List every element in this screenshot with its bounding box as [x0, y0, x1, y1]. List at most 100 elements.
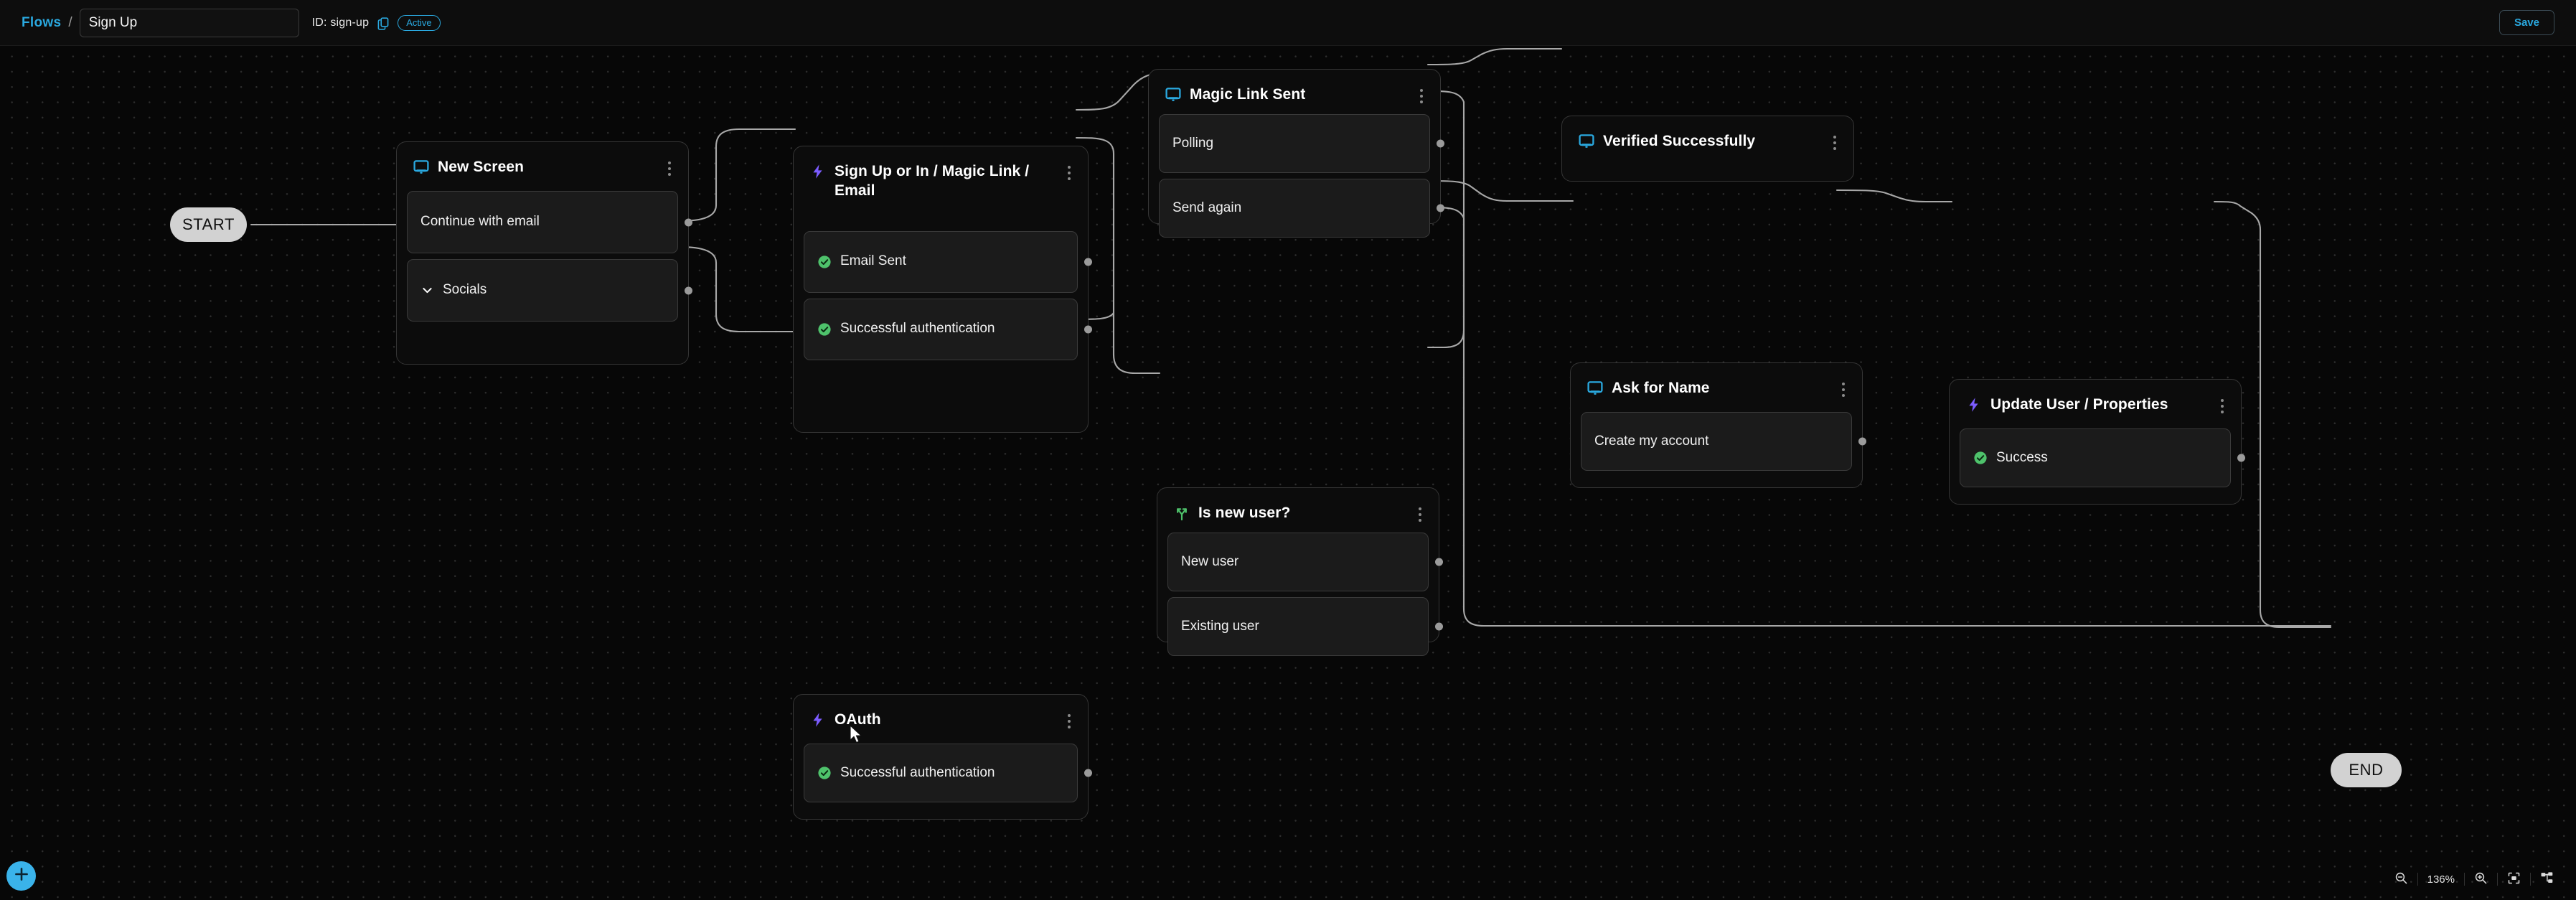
end-label: END	[2349, 761, 2384, 779]
screen-icon	[1165, 86, 1182, 107]
node-menu-icon[interactable]	[1829, 132, 1841, 150]
fit-view-icon	[2507, 871, 2521, 888]
check-circle-icon	[1973, 451, 1988, 465]
node-oauth[interactable]: OAuth Successful authentication	[793, 694, 1092, 820]
node-menu-icon[interactable]	[1414, 504, 1426, 522]
end-node[interactable]: END	[2331, 753, 2402, 787]
node-update-user-properties[interactable]: Update User / Properties Success	[1949, 379, 2245, 505]
node-title[interactable]: Ask for Name	[1612, 380, 1710, 396]
port-create-my-account[interactable]: Create my account	[1581, 412, 1866, 471]
node-verified-successfully[interactable]: Verified Successfully	[1561, 116, 1854, 182]
node-menu-icon[interactable]	[2217, 395, 2228, 413]
breadcrumb-flows-link[interactable]: Flows	[22, 14, 62, 30]
port-success[interactable]: Success	[1960, 428, 2245, 487]
output-handle[interactable]	[1435, 622, 1443, 631]
edge-continue-email-to-signup	[673, 128, 796, 222]
output-handle[interactable]	[1084, 325, 1092, 334]
toolbar-divider	[2530, 873, 2531, 886]
toolbar-divider	[2417, 873, 2418, 886]
save-button[interactable]: Save	[2499, 10, 2554, 35]
breadcrumb: Flows /	[22, 8, 299, 37]
node-menu-icon[interactable]	[1838, 379, 1849, 397]
check-circle-icon	[817, 766, 832, 780]
node-magic-link-sent[interactable]: Magic Link Sent Polling Send again	[1148, 69, 1444, 238]
port-label: Create my account	[1594, 433, 1709, 449]
edge-new-user-to-ask-for-name	[1426, 179, 1574, 202]
flow-id-label: ID: sign-up	[311, 16, 370, 29]
port-socials[interactable]: Socials	[407, 259, 692, 322]
port-continue-with-email[interactable]: Continue with email	[407, 191, 692, 253]
copy-icon[interactable]	[376, 16, 390, 30]
port-email-sent[interactable]: Email Sent	[804, 230, 1092, 293]
node-menu-icon[interactable]	[1416, 85, 1427, 103]
node-menu-icon[interactable]	[1063, 711, 1075, 728]
node-menu-icon[interactable]	[664, 158, 675, 176]
node-title[interactable]: Sign Up or In / Magic Link / Email	[835, 163, 1030, 199]
node-title[interactable]: Magic Link Sent	[1190, 86, 1306, 103]
output-handle[interactable]	[1084, 258, 1092, 266]
port-label: Success	[1996, 449, 2048, 465]
zoom-toolbar: 136%	[2385, 868, 2563, 890]
node-header: Update User / Properties	[1960, 391, 2231, 428]
check-circle-icon	[817, 255, 832, 269]
port-send-again[interactable]: Send again	[1159, 179, 1444, 238]
zoom-out-button[interactable]	[2385, 868, 2417, 890]
node-header: Magic Link Sent	[1159, 81, 1430, 114]
screen-icon	[1587, 380, 1604, 400]
screen-icon	[413, 159, 430, 179]
edge-signup-success-to-is-new-user	[1075, 136, 1161, 375]
node-menu-icon[interactable]	[1063, 162, 1075, 180]
node-header: New Screen	[407, 154, 678, 191]
node-title[interactable]: Verified Successfully	[1603, 133, 1756, 149]
edge-polling-to-verified	[1426, 47, 1563, 66]
output-handle[interactable]	[685, 286, 692, 294]
zoom-out-icon	[2394, 871, 2408, 888]
port-label: Successful authentication	[840, 321, 995, 337]
add-node-button[interactable]	[6, 861, 36, 891]
node-title[interactable]: Update User / Properties	[1990, 396, 2168, 413]
auto-layout-button[interactable]	[2531, 868, 2563, 890]
output-handle[interactable]	[1084, 769, 1092, 777]
start-node[interactable]: START	[170, 207, 247, 242]
node-signup-magic-link-email[interactable]: Sign Up or In / Magic Link / Email Email…	[793, 146, 1092, 433]
port-polling[interactable]: Polling	[1159, 114, 1444, 173]
node-title[interactable]: OAuth	[835, 711, 881, 728]
bolt-icon	[1965, 396, 1983, 417]
port-successful-authentication[interactable]: Successful authentication	[804, 298, 1092, 360]
node-title[interactable]: Is new user?	[1198, 505, 1291, 521]
screen-icon	[1578, 133, 1595, 154]
edge-update-user-to-end	[2213, 200, 2332, 629]
fit-view-button[interactable]	[2498, 868, 2530, 890]
edge-existing-user-to-end	[1426, 206, 2332, 627]
breadcrumb-separator: /	[68, 14, 72, 30]
port-label: Send again	[1172, 200, 1242, 215]
node-header: OAuth	[804, 706, 1078, 744]
node-title[interactable]: New Screen	[438, 159, 525, 175]
zoom-level-label[interactable]: 136%	[2427, 873, 2455, 886]
node-is-new-user[interactable]: Is new user? New user Existing user	[1157, 487, 1443, 656]
output-handle[interactable]	[1437, 204, 1444, 212]
port-existing-user[interactable]: Existing user	[1167, 597, 1443, 656]
port-label: New user	[1181, 553, 1239, 569]
zoom-in-button[interactable]	[2465, 868, 2497, 890]
output-handle[interactable]	[2237, 454, 2245, 462]
port-new-user[interactable]: New user	[1167, 533, 1443, 591]
output-handle[interactable]	[685, 218, 692, 226]
port-label: Existing user	[1181, 618, 1259, 634]
status-badge[interactable]: Active	[398, 14, 441, 31]
node-ask-for-name[interactable]: Ask for Name Create my account	[1570, 362, 1866, 488]
edge-socials-to-oauth	[673, 245, 796, 333]
start-label: START	[182, 215, 235, 233]
output-handle[interactable]	[1435, 558, 1443, 566]
edge-create-account-to-update-user	[1835, 189, 1953, 203]
port-successful-authentication[interactable]: Successful authentication	[804, 744, 1092, 802]
node-new-screen[interactable]: New Screen Continue with email Socials	[396, 141, 692, 365]
flow-name-input[interactable]	[79, 8, 299, 37]
bolt-icon	[809, 163, 827, 184]
output-handle[interactable]	[1858, 437, 1866, 446]
output-handle[interactable]	[1437, 139, 1444, 148]
port-label: Continue with email	[420, 214, 540, 230]
flow-canvas[interactable]: START END New Screen Continue with email	[0, 46, 2576, 900]
branch-icon	[1173, 505, 1190, 525]
toolbar-divider	[2464, 873, 2465, 886]
